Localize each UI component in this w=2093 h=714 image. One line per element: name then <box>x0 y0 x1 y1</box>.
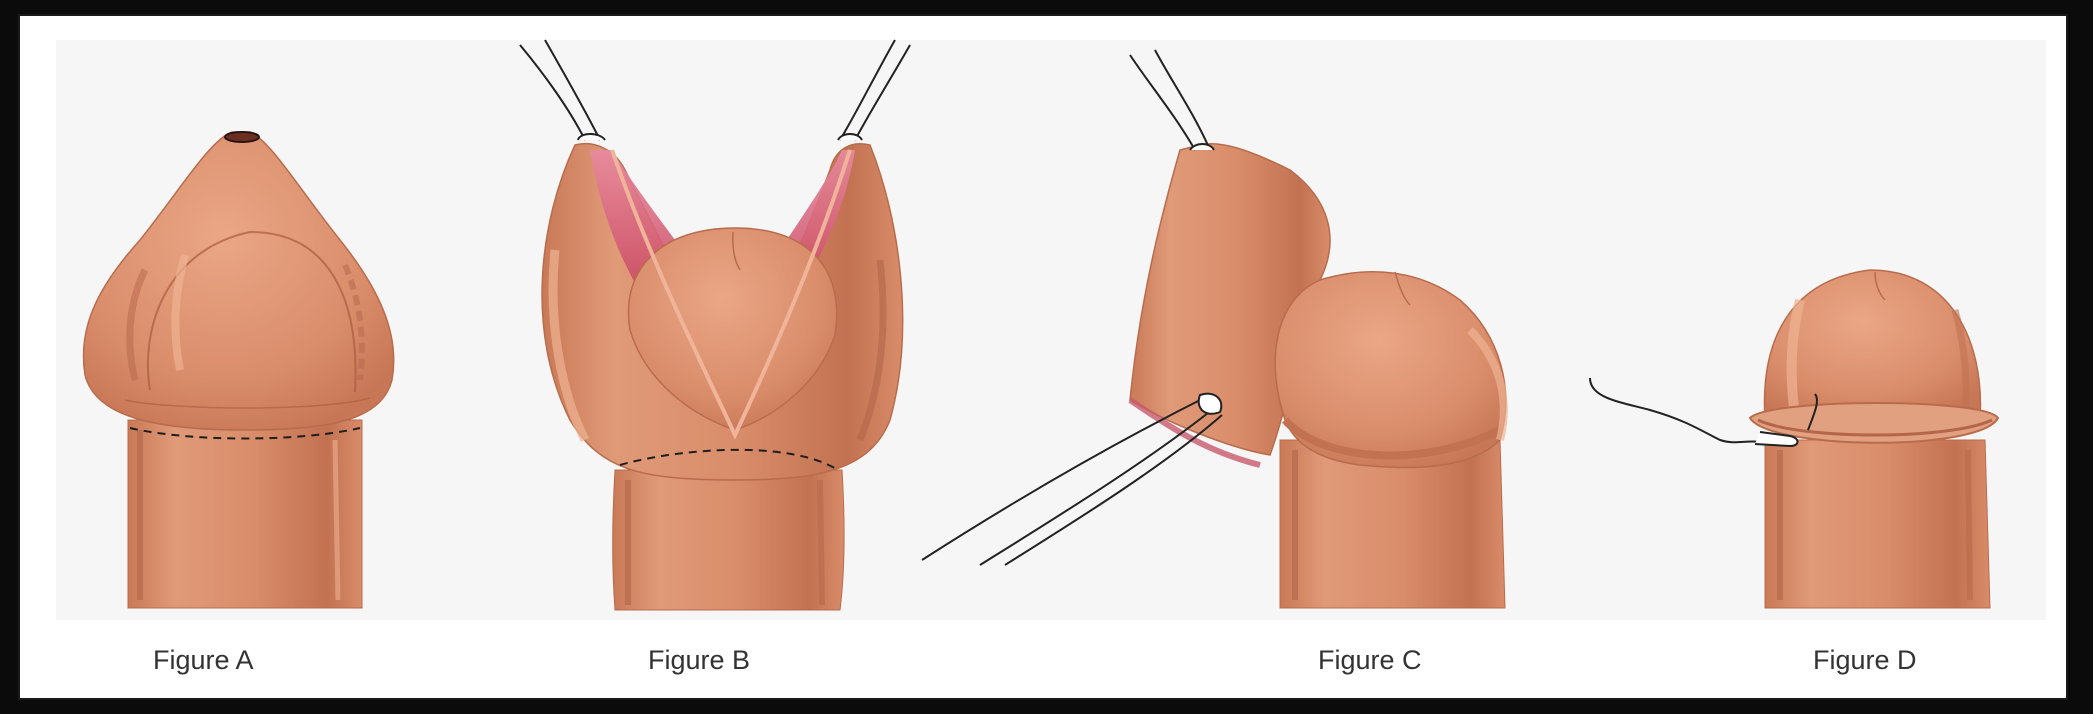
figure-b-drawing <box>520 40 910 610</box>
figure-c-caption: Figure C <box>1318 645 1422 676</box>
figure-d-caption: Figure D <box>1813 645 1917 676</box>
figure-a-drawing <box>83 132 393 608</box>
figure-a-caption: Figure A <box>153 645 254 676</box>
figure-d-drawing <box>1590 270 1998 608</box>
figure-b-caption: Figure B <box>648 645 750 676</box>
figure-c-drawing <box>922 50 1506 608</box>
